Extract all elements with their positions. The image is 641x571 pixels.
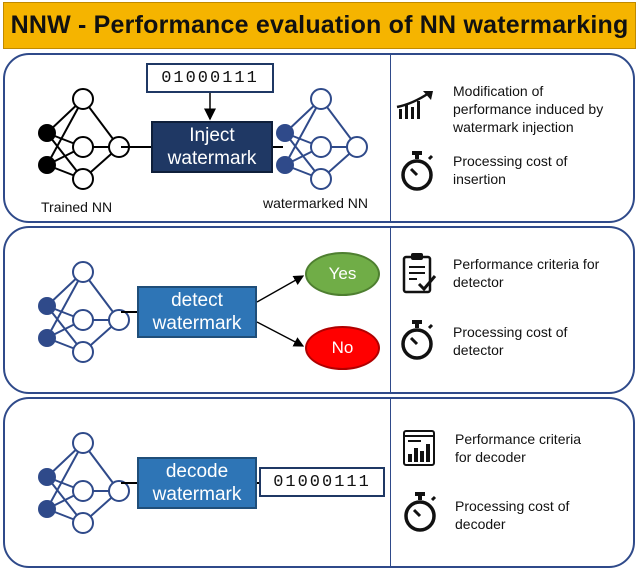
metric-line: insertion xyxy=(453,171,506,187)
decode-label-line1: decode xyxy=(165,461,229,482)
metric-line: watermark injection xyxy=(453,119,574,135)
stopwatch-icon xyxy=(401,151,434,191)
metric-detector-cost: Processing cost of detector xyxy=(453,323,567,359)
panel-divider xyxy=(390,55,391,221)
metric-line: Performance criteria xyxy=(455,431,582,447)
report-chart-icon xyxy=(403,430,435,466)
metric-line: Processing cost of xyxy=(453,324,568,340)
detect-label-line2: watermark xyxy=(152,313,242,334)
panel-divider xyxy=(390,399,391,566)
panel-detection: detect watermark Yes No Performance crit… xyxy=(3,226,635,394)
metric-detector-performance: Performance criteria for detector xyxy=(453,255,599,291)
detect-watermark-box: detect watermark xyxy=(137,286,257,338)
watermarked-nn-caption: watermarked NN xyxy=(263,195,369,211)
input-nn-diagram xyxy=(38,261,130,363)
stopwatch-icon xyxy=(401,320,434,360)
metric-insertion-cost: Processing cost of insertion xyxy=(453,152,567,188)
detection-connectors xyxy=(121,275,305,347)
metric-line: detector xyxy=(453,342,504,358)
panel-injection: 01000111 Inject watermark Trained NN wat… xyxy=(3,53,635,223)
metric-line: detector xyxy=(453,274,504,290)
metric-line: Processing cost of xyxy=(455,498,570,514)
inject-label-line2: watermark xyxy=(167,148,257,169)
inject-label-line1: Inject xyxy=(189,125,235,146)
injection-connectors xyxy=(121,93,283,148)
input-nn-diagram xyxy=(38,432,130,534)
trained-nn-diagram xyxy=(38,88,130,190)
title-banner: NNW - Performance evaluation of NN water… xyxy=(3,2,636,49)
stopwatch-icon xyxy=(404,492,437,532)
metric-decoder-performance: Performance criteria for decoder xyxy=(455,430,581,466)
panel-divider xyxy=(390,228,391,392)
metric-line: Performance criteria for xyxy=(453,256,600,272)
no-outcome: No xyxy=(305,326,380,370)
watermark-bits-input: 01000111 xyxy=(146,63,274,93)
page-title: NNW - Performance evaluation of NN water… xyxy=(10,11,629,39)
inject-watermark-box: Inject watermark xyxy=(151,121,273,173)
yes-outcome: Yes xyxy=(305,252,380,296)
trained-nn-caption: Trained NN xyxy=(41,199,113,215)
metric-line: Modification of xyxy=(453,83,544,99)
detect-label-line1: detect xyxy=(171,290,223,311)
metric-line: decoder xyxy=(455,516,506,532)
metric-decoder-cost: Processing cost of decoder xyxy=(455,497,569,533)
metric-line: for decoder xyxy=(455,449,526,465)
watermarked-nn-diagram xyxy=(276,88,368,190)
clipboard-check-icon xyxy=(402,253,437,294)
decoded-bits-output: 01000111 xyxy=(259,467,385,497)
panel-decoding: decode watermark 01000111 Performance cr… xyxy=(3,397,635,568)
chart-growth-icon xyxy=(396,91,433,119)
metric-line: Processing cost of xyxy=(453,153,568,169)
metric-line: performance induced by xyxy=(453,101,604,117)
decode-label-line2: watermark xyxy=(152,484,242,505)
metric-injection-performance: Modification of performance induced by w… xyxy=(453,82,603,136)
decode-watermark-box: decode watermark xyxy=(137,457,257,509)
